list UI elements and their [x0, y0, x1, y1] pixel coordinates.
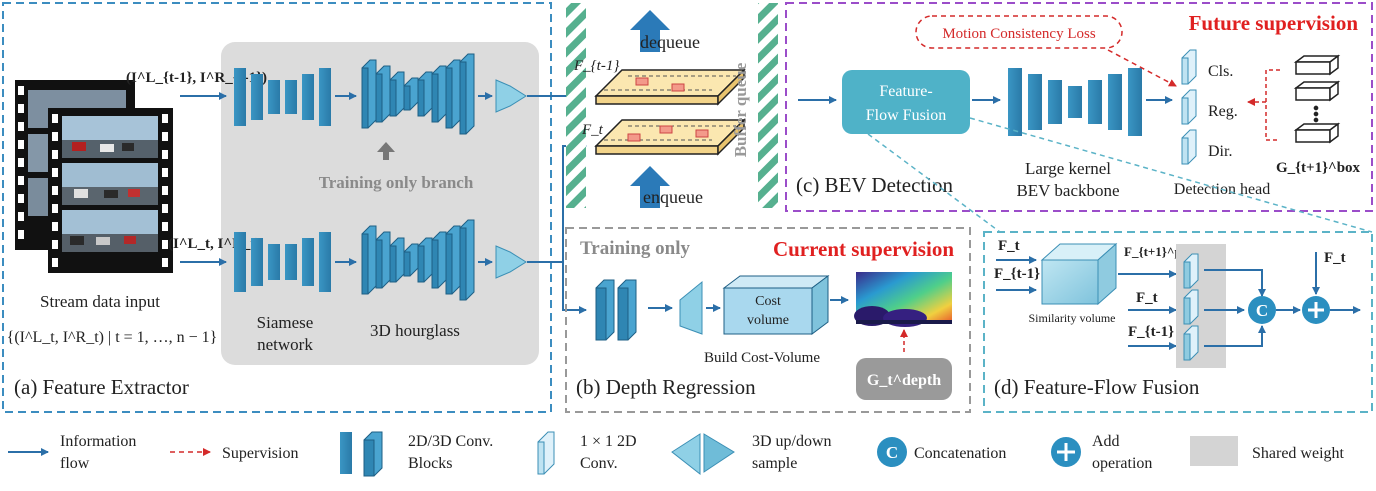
- legend: Information flow Supervision 2D/3D Conv.…: [8, 431, 1345, 477]
- svg-text:1 × 1 2D: 1 × 1 2D: [580, 433, 637, 450]
- legend-supervision: Supervision: [170, 445, 298, 462]
- fusion-input-ft1: F_{t-1}: [994, 266, 1040, 282]
- dequeue-arrow-icon: [630, 10, 670, 52]
- panel-c-caption: (c) BEV Detection: [796, 173, 954, 197]
- depth-downsample: [679, 280, 703, 335]
- legend-shared-weight: Shared weight: [1190, 436, 1345, 466]
- panel-depth-regression: Training only Current supervision Cost v…: [565, 227, 971, 413]
- head-cls: Cls.: [1208, 63, 1233, 80]
- feature-flow-fusion-box: [842, 70, 970, 134]
- gt-box-label: G_{t+1}^box: [1276, 160, 1361, 176]
- build-cost-volume-label: Build Cost-Volume: [704, 350, 820, 366]
- similarity-label: Similarity volume: [1029, 311, 1116, 325]
- cost-volume-label-2: volume: [747, 313, 789, 328]
- concat-symbol: C: [1256, 301, 1268, 320]
- bev-backbone: [1008, 68, 1142, 136]
- backbone-label-1: Large kernel: [1025, 159, 1111, 178]
- siamese-label-2: network: [257, 335, 313, 354]
- legend-concatenation: C Concatenation: [877, 437, 1006, 467]
- concat-icon: [1248, 296, 1276, 324]
- stream-film-strip: [15, 80, 173, 273]
- detection-head: [1181, 49, 1197, 165]
- siamese-network-bottom: [234, 232, 331, 292]
- svg-text:Blocks: Blocks: [408, 455, 452, 472]
- stream-data-label: Stream data input: [40, 292, 160, 311]
- siamese-label-1: Siamese: [257, 313, 314, 332]
- training-only-label: Training only: [580, 238, 690, 259]
- gt-depth-label: G_t^depth: [867, 372, 941, 389]
- enqueue-arrow-icon: [630, 166, 670, 208]
- enqueue-label: enqueue: [643, 187, 703, 207]
- legend-information-flow: Information flow: [8, 433, 136, 472]
- svg-text:3D up/down: 3D up/down: [752, 433, 832, 450]
- svg-text:2D/3D Conv.: 2D/3D Conv.: [408, 433, 493, 450]
- head-dir: Dir.: [1208, 143, 1232, 160]
- gt-box-stack: [1293, 54, 1341, 144]
- panel-b-caption: (b) Depth Regression: [576, 375, 756, 399]
- fusion-input-ft: F_t: [998, 238, 1020, 254]
- hourglass-top: [361, 53, 475, 135]
- svg-text:Concatenation: Concatenation: [914, 445, 1006, 462]
- input-prev-frame: (I^L_{t-1}, I^R_{t-1}): [126, 70, 267, 86]
- hourglass-bottom: [361, 219, 475, 301]
- legend-add-operation: Add operation: [1051, 433, 1152, 472]
- dequeue-label: dequeue: [640, 32, 700, 52]
- svg-text:Add: Add: [1092, 433, 1120, 450]
- upsample-top: [495, 79, 527, 113]
- input-cur-frame: (I^L_t, I^R_t): [168, 236, 260, 252]
- depth-conv-blocks: [595, 279, 637, 341]
- buffer-queue: dequeue F_{t-1} F_t enqueue Buffer queue: [566, 3, 778, 208]
- panel-bev-detection: Future supervision Motion Consistency Lo…: [785, 2, 1373, 212]
- svg-text:flow: flow: [60, 455, 90, 472]
- backbone-label-2: BEV backbone: [1016, 181, 1119, 200]
- buffer-queue-title: Buffer queue: [731, 62, 750, 157]
- fusion-1x1-convs: [1183, 253, 1199, 361]
- up-arrow-icon: [377, 142, 395, 160]
- feature-slab-current: [594, 118, 746, 156]
- panel-a-caption: (a) Feature Extractor: [14, 375, 189, 399]
- cost-volume-label-1: Cost: [755, 294, 781, 309]
- current-supervision-label: Current supervision: [773, 237, 954, 261]
- fusion-label-1: Feature-: [879, 83, 932, 100]
- svg-text:C: C: [886, 443, 898, 462]
- svg-text:Shared weight: Shared weight: [1252, 445, 1345, 462]
- feature-cur-label: F_t: [581, 122, 604, 138]
- legend-1x1-conv: 1 × 1 2D Conv.: [537, 431, 637, 475]
- legend-3d-updown: 3D up/down sample: [671, 433, 832, 476]
- siamese-network-top: [234, 68, 331, 126]
- feature-prev-label: F_{t-1}: [573, 58, 619, 74]
- panel-d-caption: (d) Feature-Flow Fusion: [994, 375, 1200, 399]
- svg-text:Information: Information: [60, 433, 136, 450]
- cost-volume-box: [722, 275, 830, 335]
- depth-map-image: [854, 272, 952, 327]
- svg-text:sample: sample: [752, 455, 797, 472]
- future-supervision-label: Future supervision: [1189, 11, 1359, 35]
- motion-loss-label: Motion Consistency Loss: [942, 26, 1096, 42]
- fusion-label-2: Flow Fusion: [866, 107, 946, 124]
- upsample-bottom: [495, 245, 527, 279]
- svg-text:Conv.: Conv.: [580, 455, 618, 472]
- stream-set-formula: {(I^L_t, I^R_t) | t = 1, …, n − 1}: [7, 329, 218, 346]
- fusion-out-ft: F_t: [1136, 290, 1158, 306]
- add-input-ft: F_t: [1324, 250, 1346, 266]
- svg-text:operation: operation: [1092, 455, 1152, 472]
- panel-feature-flow-fusion: F_t F_{t-1} Similarity volume F_{t+1}^ps…: [983, 231, 1373, 413]
- head-reg: Reg.: [1208, 103, 1238, 120]
- svg-text:Supervision: Supervision: [222, 445, 298, 462]
- legend-conv-blocks: 2D/3D Conv. Blocks: [340, 431, 493, 477]
- hourglass-label: 3D hourglass: [370, 321, 460, 340]
- panel-feature-extractor: Stream data input {(I^L_t, I^R_t) | t = …: [2, 2, 552, 413]
- training-only-branch-label: Training only branch: [319, 173, 474, 192]
- feature-slab-prev: [594, 68, 746, 106]
- fusion-out-ft1: F_{t-1}: [1128, 324, 1174, 340]
- similarity-volume: [1040, 242, 1118, 306]
